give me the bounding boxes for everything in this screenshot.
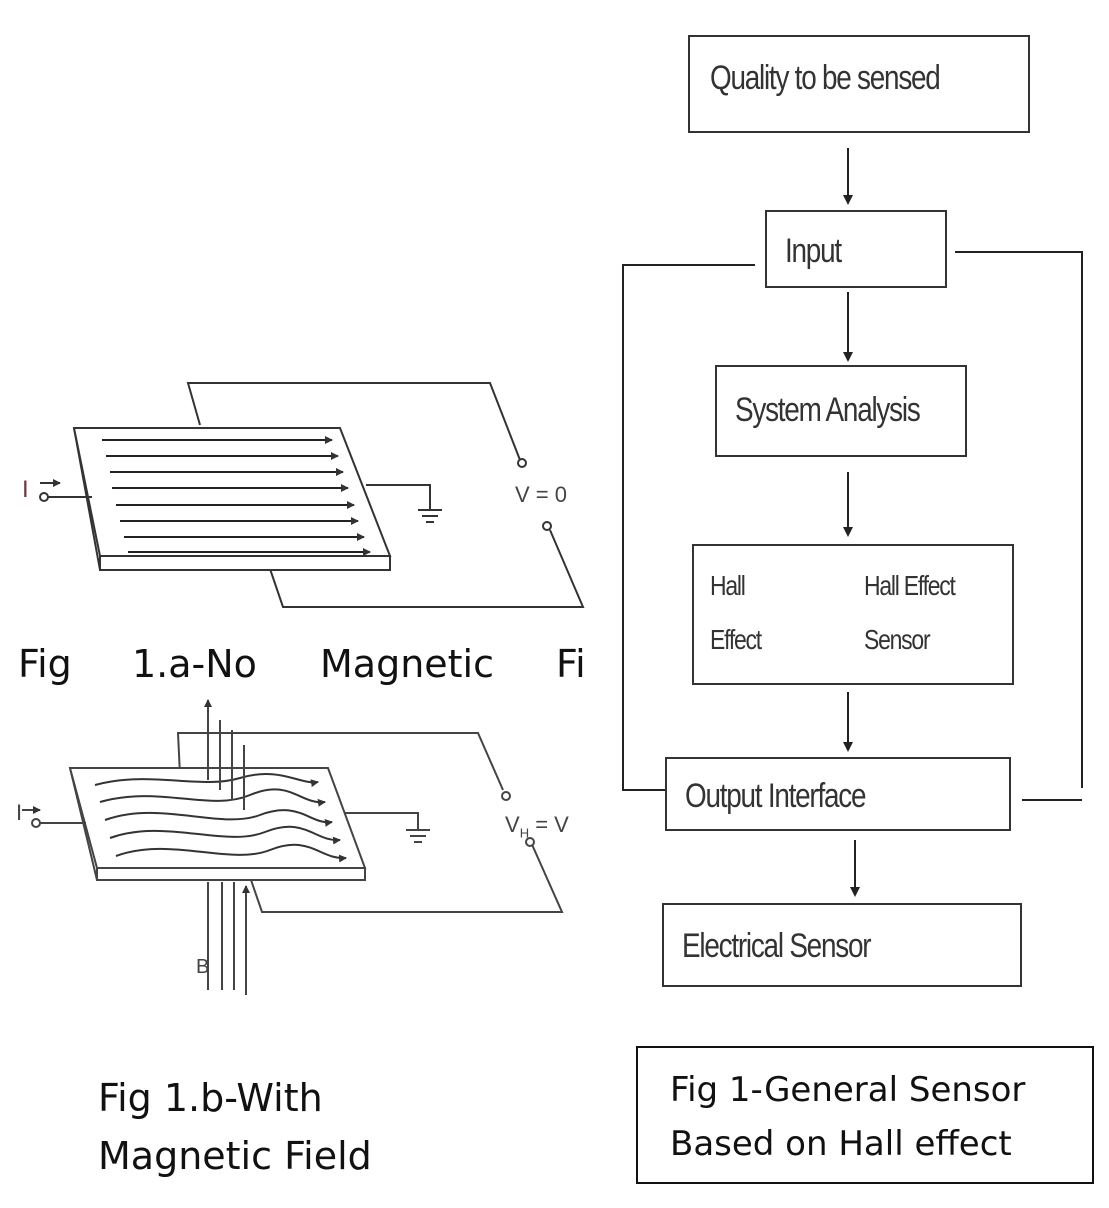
fig1a-caption: Fig 1.a-No Magnetic Fi: [18, 642, 593, 692]
electrical-sensor-label: Electrical Sensor: [682, 927, 872, 965]
hall-left-label-1: Hall: [710, 570, 746, 601]
system-analysis-box: System Analysis: [715, 365, 967, 457]
hall-right-label-1: Hall Effect: [864, 570, 956, 601]
fig1b-caption-line-2: Magnetic Field: [98, 1134, 372, 1178]
fig1a-caption-word-4: Fi: [556, 642, 586, 686]
fig1a-current-lines: [102, 436, 371, 556]
electrical-sensor-box: Electrical Sensor: [662, 903, 1022, 987]
fig1b-caption-line-1: Fig 1.b-With: [98, 1076, 323, 1120]
fig1b-wiring: [22, 791, 535, 847]
fig1a-caption-word-2: 1.a-No: [132, 642, 257, 686]
output-interface-label: Output Interface: [685, 777, 866, 815]
fig1a-current-label: I: [22, 476, 29, 503]
main-caption-line-2: Based on Hall effect: [670, 1124, 1012, 1164]
right-feedback-line: [955, 251, 1083, 788]
hall-left-label-2: Effect: [710, 624, 762, 655]
fig1a-caption-word-3: Magnetic: [320, 642, 495, 686]
flow-arrows: [843, 148, 860, 897]
fig1a-wiring: [39, 458, 552, 531]
fig1a-caption-word-1: Fig: [18, 642, 72, 686]
quality-label: Quality to be sensed: [710, 59, 941, 97]
main-caption-box: Fig 1-General Sensor Based on Hall effec…: [636, 1046, 1094, 1184]
fig1b-voltage-sub: H: [519, 825, 530, 841]
fig1b-voltage-v: V: [505, 812, 520, 837]
fig1a-voltage-label: V = 0: [515, 482, 567, 507]
input-label: Input: [785, 232, 842, 270]
fig1a-plate: [72, 382, 585, 608]
output-interface-box: Output Interface: [665, 757, 1011, 831]
fig1b-bent-current-lines: [94, 773, 347, 863]
hall-right-label-2: Sensor: [864, 624, 931, 655]
system-analysis-label: System Analysis: [735, 391, 921, 429]
fig1b-voltage-label: VH = V: [505, 812, 569, 840]
hall-effect-box: Hall Effect Hall Effect Sensor: [692, 544, 1014, 685]
quality-box: Quality to be sensed: [688, 35, 1030, 133]
fig1b-field-label: B: [196, 956, 210, 978]
fig1b-field-lines: [204, 699, 250, 995]
main-caption-line-1: Fig 1-General Sensor: [670, 1070, 1026, 1110]
fig1b-plate: [68, 732, 564, 913]
input-box: Input: [765, 210, 947, 288]
fig1b-voltage-eq: = V: [535, 812, 569, 837]
fig1b-current-label: I: [16, 800, 23, 825]
left-feedback-line: [622, 264, 755, 791]
feedback-loops: [622, 251, 1083, 801]
